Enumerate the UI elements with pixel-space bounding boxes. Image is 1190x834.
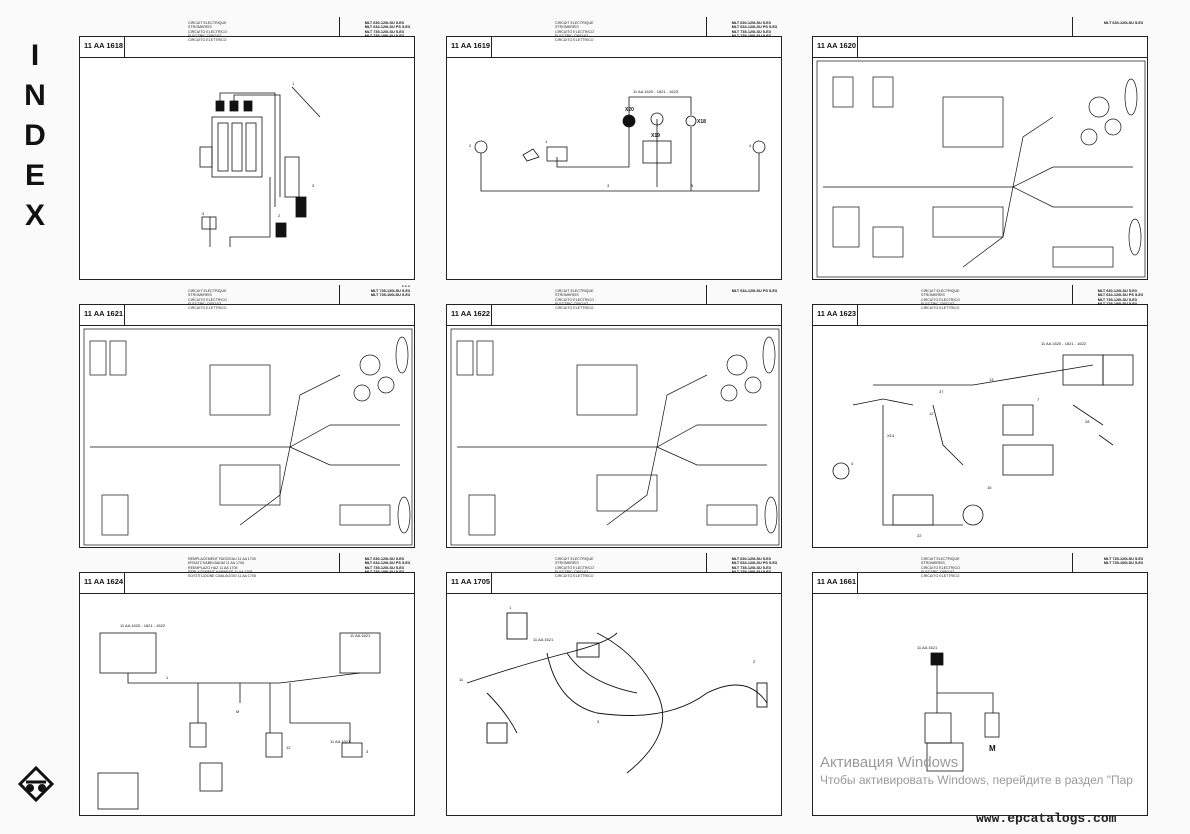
item-number: 1	[166, 675, 169, 680]
item-number: 13	[989, 377, 994, 382]
diagram-code: 11 AA 1623	[817, 309, 857, 318]
diagram-card-1623[interactable]: 11 AA 1623 CIRCUIT ELECTRIQUE STROMKREIS…	[812, 285, 1148, 548]
item-number: 37	[939, 389, 944, 394]
model-list: MLT 735-120LSU 5-E3 MLT 735-100LSU 5-E3	[1103, 557, 1143, 566]
diagram-code: 11 AA 1619	[451, 41, 491, 50]
connector-circuit-drawing: X20 X18 X19 11 AA 1620 - 1621 - 1623 2 4…	[469, 89, 766, 192]
svg-text:1: 1	[292, 81, 295, 86]
item-number: 2	[753, 659, 756, 664]
diagram-caption: REMPLACEMENT FAISCEAU 11 AA 1705 ERSATZ …	[188, 557, 256, 579]
motor-wiring-drawing: 11 AA 1621 M	[917, 645, 1000, 772]
diagram-caption: CIRCUIT ELECTRIQUE STROMKREIS CIRCUITO E…	[555, 557, 594, 579]
index-letter: E	[24, 159, 45, 192]
item-number: 11	[459, 677, 464, 682]
item-number: 22	[917, 533, 922, 538]
model-list: MLT 630-120LSU 5-E3 MLT 634-120LSU PS 5-…	[364, 21, 410, 39]
item-number: 5	[691, 183, 694, 188]
diagram-code: 11 AA 1705	[451, 577, 491, 586]
diagram-caption: CIRCUIT ELECTRIQUE STROMKREIS CIRCUITO E…	[921, 557, 960, 579]
index-letter: D	[24, 119, 46, 152]
item-number: 3	[597, 719, 600, 724]
watermark-title: Активация Windows	[820, 754, 959, 771]
hydraulic-valve-wiring-drawing: 1 3 2 3	[199, 81, 321, 247]
model-list: MLT 634-120LSU PS 5-E3	[731, 289, 777, 293]
diagram-caption: CIRCUIT ELECTRIQUE STROMKREIS CIRCUITO E…	[555, 289, 594, 311]
diagram-card-1624[interactable]: 11 AA 1624 REMPLACEMENT FAISCEAU 11 AA 1…	[79, 553, 415, 816]
connector-label: X19	[651, 133, 660, 139]
cross-reference: 11 AA 1620 - 1621 - 1622	[1041, 341, 1087, 346]
cross-reference: 11 AA 1621	[917, 645, 938, 650]
model-list: MLT 630-120LSU 5-E3	[1103, 21, 1143, 25]
model-list: MLT 630-120LSU 5-E3 MLT 634-120LSU PS 5-…	[731, 21, 777, 39]
main-wiring-harness-drawing	[83, 328, 413, 546]
diagram-card-1620[interactable]: 11 AA 1620 MLT 630-120LSU 5-E3	[812, 17, 1148, 280]
item-number: 1	[545, 139, 548, 144]
index-sidebar[interactable]: I N D E X	[22, 36, 48, 236]
item-number: 4	[851, 461, 854, 466]
index-letter: X	[24, 199, 45, 232]
cross-reference: 11 AA 1621	[350, 633, 371, 638]
diagram-card-1619[interactable]: 11 AA 1619 CIRCUIT ELECTRIQUE STROMKREIS…	[446, 17, 782, 280]
harness-layout-drawing: 11 AA 1621 11 1 2 3	[459, 605, 768, 774]
index-letter: I	[30, 39, 40, 72]
cross-reference: 11 AA 1620 - 1621 - 1623	[633, 89, 679, 94]
site-url[interactable]: www.epcatalogs.com	[976, 811, 1117, 826]
diagram-card-1622[interactable]: 11 AA 1622 CIRCUIT ELECTRIQUE STROMKREIS…	[446, 285, 782, 548]
model-list: MLT 735-120LSU 5-E3 MLT 735-100LSU 5-E3	[370, 289, 410, 298]
diagram-card-1618[interactable]: 11 AA 1618 CIRCUIT ELECTRIQUE STROMKREIS…	[79, 17, 415, 288]
item-number: 28	[1085, 419, 1090, 424]
item-number: M	[989, 744, 996, 753]
diagram-caption: CIRCUIT ELECTRIQUE STROMKREIS CIRCUITO E…	[188, 289, 227, 311]
cross-reference: 11 AA 1621	[330, 739, 351, 744]
item-number: 12	[286, 745, 291, 750]
diagram-card-1705[interactable]: 11 AA 1705 CIRCUIT ELECTRIQUE STROMKREIS…	[446, 553, 782, 816]
diagram-code: 11 AA 1621	[84, 309, 124, 318]
diagram-code: 11 AA 1622	[451, 309, 491, 318]
item-number: 7	[1037, 397, 1040, 402]
item-number: M	[236, 709, 239, 714]
item-number: 15	[987, 485, 992, 490]
diagram-code: 11 AA 1661	[817, 577, 857, 586]
engine-wiring-drawing: 11 AA 1620 - 1621 - 1622 X14 37 13 12 7 …	[832, 341, 1134, 538]
cross-reference: 11 AA 1621	[533, 637, 554, 642]
connector-label: X14	[887, 433, 895, 438]
diagram-card-1621[interactable]: 11 AA 1621 CIRCUIT ELECTRIQUE STROMKREIS…	[79, 285, 415, 548]
diagram-code: 11 AA 1624	[84, 577, 124, 586]
windows-activation-watermark: Активация Windows Чтобы активировать Win…	[820, 754, 1133, 788]
diagram-card-1661[interactable]: 11 AA 1661 CIRCUIT ELECTRIQUE STROMKREIS…	[812, 553, 1148, 816]
item-number: 4	[749, 143, 752, 148]
drawing-ref: ● ● ●	[401, 284, 410, 288]
watermark-text: Чтобы активировать Windows, перейдите в …	[820, 773, 1133, 787]
brand-logo-icon	[17, 765, 55, 803]
model-list: MLT 630-120LSU 5-E3 MLT 634-120LSU PS 5-…	[1097, 289, 1143, 307]
diagram-caption: CIRCUIT ELECTRIQUE STROMKREIS CIRCUITO E…	[188, 21, 227, 43]
item-number: 12	[929, 411, 934, 416]
item-number: 1	[509, 605, 512, 610]
index-letter: N	[24, 79, 46, 112]
model-list: MLT 630-120LSU 5-E3 MLT 634-120LSU PS 5-…	[731, 557, 777, 575]
main-wiring-harness-drawing	[450, 328, 780, 546]
item-number: 3	[366, 749, 369, 754]
diagram-code: 11 AA 1620	[817, 41, 857, 50]
diagram-code: 11 AA 1618	[84, 41, 124, 50]
svg-text:3: 3	[202, 211, 205, 216]
connector-label: X20	[625, 107, 634, 113]
item-number: 3	[607, 183, 610, 188]
svg-text:2: 2	[278, 213, 281, 218]
diagram-caption: CIRCUIT ELECTRIQUE STROMKREIS CIRCUITO E…	[555, 21, 594, 43]
connector-label: X18	[697, 119, 706, 125]
model-list: MLT 630-120LSU 5-E3 MLT 634-120LSU PS 5-…	[364, 557, 410, 575]
item-number: 2	[469, 143, 472, 148]
replacement-harness-drawing: 11 AA 1620 - 1621 - 1622 1 M 12 3 11 AA …	[97, 623, 381, 810]
svg-text:3: 3	[312, 183, 315, 188]
main-wiring-harness-drawing	[816, 60, 1146, 278]
cross-reference: 11 AA 1620 - 1621 - 1622	[120, 623, 166, 628]
diagram-caption: CIRCUIT ELECTRIQUE STROMKREIS CIRCUITO E…	[921, 289, 960, 311]
